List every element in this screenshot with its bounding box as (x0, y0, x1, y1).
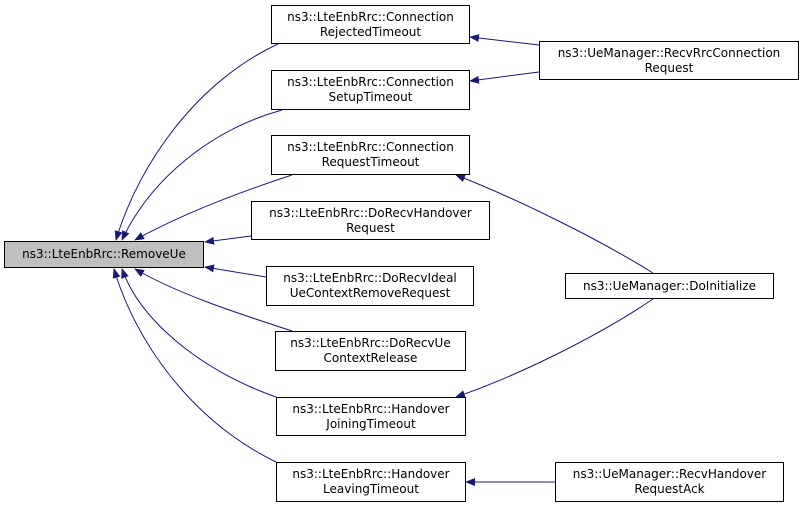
node-do-recv-ue-context-release[interactable]: ns3::LteEnbRrc::DoRecvUe ContextRelease (275, 331, 466, 371)
node-connection-rejected-timeout[interactable]: ns3::LteEnbRrc::Connection RejectedTimeo… (271, 5, 470, 44)
node-do-recv-ideal-ue-context-remove-request[interactable]: ns3::LteEnbRrc::DoRecvIdeal UeContextRem… (266, 266, 474, 306)
node-do-initialize[interactable]: ns3::UeManager::DoInitialize (565, 273, 774, 299)
edge-recv-ue-release-to-remove-ue (134, 268, 293, 332)
node-label-line2: RequestTimeout (321, 155, 420, 169)
edge-recv-rrc-to-conn-setup (469, 71, 540, 84)
node-label-line1: ns3::LteEnbRrc::Handover (292, 467, 450, 481)
edge-handover-joining-to-remove-ue (121, 268, 277, 398)
node-label: ns3::LteEnbRrc::RemoveUe (22, 247, 186, 261)
edge-handover-leaving-to-remove-ue (112, 268, 277, 463)
node-label: ns3::UeManager::DoInitialize (582, 278, 757, 293)
node-label-line1: ns3::LteEnbRrc::Connection (287, 75, 454, 89)
edge-do-initialize-to-handover-joining (455, 298, 654, 398)
edge-conn-setup-to-remove-ue (121, 109, 283, 241)
node-label-line2: JoiningTimeout (326, 416, 416, 431)
node-recv-rrc-connection-request[interactable]: ns3::UeManager::RecvRrcConnection Reques… (539, 41, 799, 80)
node-connection-request-timeout[interactable]: ns3::LteEnbRrc::Connection RequestTimeou… (271, 135, 470, 175)
node-label-line1: ns3::LteEnbRrc::Handover (292, 401, 450, 416)
node-label-line2: RequestAck (634, 482, 705, 496)
edge-do-initialize-to-conn-request (455, 174, 654, 274)
node-remove-ue: ns3::LteEnbRrc::RemoveUe (4, 241, 204, 268)
edge-recv-ideal-to-remove-ue (204, 264, 267, 278)
edge-conn-rejected-to-remove-ue (114, 43, 279, 241)
node-label-line2: RejectedTimeout (319, 24, 422, 39)
node-label-line2: LeavingTimeout (323, 482, 419, 496)
edge-conn-request-to-remove-ue (134, 174, 293, 241)
node-label-line2: SetupTimeout (328, 90, 413, 104)
node-label-line2: UeContextRemoveRequest (289, 286, 451, 300)
node-label-line1: ns3::LteEnbRrc::DoRecvIdeal (283, 271, 457, 285)
edge-recv-rrc-to-conn-rejected (469, 34, 540, 46)
node-handover-joining-timeout[interactable]: ns3::LteEnbRrc::Handover JoiningTimeout (276, 397, 466, 436)
node-label-line1: ns3::UeManager::RecvHandover (572, 467, 767, 481)
node-label-line2: Request (346, 220, 395, 235)
edge-recv-handover-request-to-remove-ue (204, 235, 252, 245)
node-label-line1: ns3::LteEnbRrc::DoRecvUe (290, 336, 451, 350)
node-do-recv-handover-request[interactable]: ns3::LteEnbRrc::DoRecvHandover Request (251, 201, 490, 240)
node-label-line1: ns3::LteEnbRrc::Connection (287, 9, 454, 24)
node-recv-handover-request-ack[interactable]: ns3::UeManager::RecvHandover RequestAck (555, 462, 784, 502)
node-handover-leaving-timeout[interactable]: ns3::LteEnbRrc::Handover LeavingTimeout (276, 462, 466, 502)
node-label-line2: Request (644, 60, 694, 75)
node-label-line1: ns3::LteEnbRrc::Connection (287, 140, 454, 154)
node-label-line2: ContextRelease (323, 351, 418, 365)
node-label-line1: ns3::LteEnbRrc::DoRecvHandover (269, 205, 472, 220)
node-connection-setup-timeout[interactable]: ns3::LteEnbRrc::Connection SetupTimeout (271, 70, 470, 110)
node-label-line1: ns3::UeManager::RecvRrcConnection (557, 45, 781, 60)
